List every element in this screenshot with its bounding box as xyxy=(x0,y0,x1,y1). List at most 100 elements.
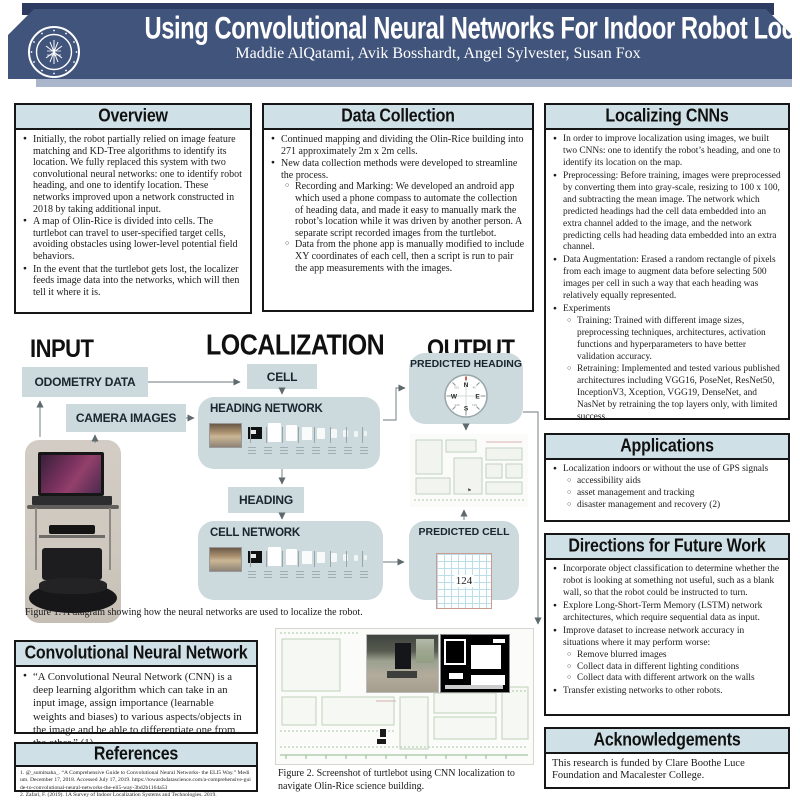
list-item: Recording and Marking: We developed an a… xyxy=(283,181,526,239)
diagram-localization-label: LOCALIZATION xyxy=(206,329,385,362)
list-item: asset management and tracking xyxy=(565,488,782,500)
poster-authors: Maddie AlQatami, Avik Bosshardt, Angel S… xyxy=(235,45,641,62)
turtlebot-photo xyxy=(25,440,121,623)
localizing-cnns-title: Localizing CNNs xyxy=(605,106,729,127)
list-item: Localization indoors or without the use … xyxy=(552,464,782,512)
list-item: Incorporate object classification to det… xyxy=(552,564,782,600)
future-work-sublist: Remove blurred images Collect data in di… xyxy=(565,650,782,686)
future-work-header: Directions for Future Work xyxy=(546,535,788,560)
camera-images-node: CAMERA IMAGES xyxy=(66,404,186,432)
svg-text:W: W xyxy=(451,394,458,401)
list-item: Data from the phone app is manually modi… xyxy=(283,239,526,274)
processed-image-inset xyxy=(440,634,510,693)
data-collection-list: Continued mapping and dividing the Olin-… xyxy=(270,134,526,274)
localizing-cnns-sublist: Training: Trained with different image s… xyxy=(565,316,782,423)
camera-view-inset xyxy=(366,634,439,693)
list-item: In order to improve localization using i… xyxy=(552,134,782,170)
svg-text:315: 315 xyxy=(454,386,459,390)
list-item: disaster management and recovery (2) xyxy=(565,500,782,512)
cell-node: CELL xyxy=(247,364,317,389)
data-collection-sublist: Recording and Marking: We developed an a… xyxy=(283,181,526,274)
header-text: Using Convolutional Neural Networks For … xyxy=(94,13,782,63)
data-collection-title: Data Collection xyxy=(341,106,455,127)
references-section: References 1. @_sumitsaha_. “A Comprehen… xyxy=(14,742,258,798)
figure2-caption: Figure 2. Screenshot of turtlebot using … xyxy=(278,768,515,792)
cnn-definition-header: Convolutional Neural Network xyxy=(16,642,256,667)
list-item: Transfer existing networks to other robo… xyxy=(552,686,782,698)
list-item: Retraining: Implemented and tested vario… xyxy=(565,364,782,424)
list-item: New data collection methods were develop… xyxy=(270,158,526,274)
predicted-cell-value: 124 xyxy=(453,575,475,587)
diagram-input-label: INPUT xyxy=(30,334,94,363)
kinect-sensor xyxy=(49,525,95,534)
svg-text:45: 45 xyxy=(472,386,476,390)
list-item: Continued mapping and dividing the Olin-… xyxy=(270,134,526,157)
acknowledgements-header: Acknowledgements xyxy=(546,729,788,754)
svg-text:E: E xyxy=(475,394,480,401)
laptop-screen xyxy=(38,452,104,496)
localizing-cnns-header: Localizing CNNs xyxy=(546,105,788,130)
list-item: accessibility aids xyxy=(565,476,782,488)
localizing-cnns-list: In order to improve localization using i… xyxy=(552,134,782,424)
network-input-photo xyxy=(209,547,242,572)
list-item: Improve dataset to increase network accu… xyxy=(552,626,782,686)
overview-title: Overview xyxy=(98,106,168,127)
list-item: Data Augmentation: Erased a random recta… xyxy=(552,255,782,303)
list-item: Preprocessing: Before training, images w… xyxy=(552,171,782,255)
cnn-architecture-graphic xyxy=(250,427,372,443)
cnn-definition-section: Convolutional Neural Network “A Convolut… xyxy=(14,640,258,749)
references-title: References xyxy=(93,744,179,765)
svg-text:135: 135 xyxy=(472,403,477,407)
svg-text:225: 225 xyxy=(454,403,459,407)
svg-text:⚑: ⚑ xyxy=(467,488,471,494)
cnn-definition-title: Convolutional Neural Network xyxy=(24,643,248,664)
reference-item: 1. @_sumitsaha_. “A Comprehensive Guide … xyxy=(20,770,251,791)
list-item: In the event that the turtlebot gets los… xyxy=(22,264,244,299)
applications-list: Localization indoors or without the use … xyxy=(552,464,782,512)
list-item: Explore Long-Short-Term Memory (LSTM) ne… xyxy=(552,601,782,625)
network-input-photo xyxy=(209,423,242,448)
list-item: Collect data with different artwork on t… xyxy=(565,673,782,685)
future-work-title: Directions for Future Work xyxy=(568,536,766,557)
predicted-cell-box: PREDICTED CELL 124 xyxy=(409,521,519,609)
predicted-heading-label: PREDICTED HEADING xyxy=(409,358,522,370)
laptop-keyboard xyxy=(32,496,112,505)
data-collection-section: Data Collection Continued mapping and di… xyxy=(262,103,534,312)
figure1-caption: Figure 1. A diagram showing how the neur… xyxy=(25,607,363,618)
list-item: Remove blurred images xyxy=(565,650,782,662)
reference-item: 2. Zafari, F. (2019). 1A Survey of Indoo… xyxy=(20,791,217,798)
header-bottom-fold xyxy=(36,76,792,87)
overview-header: Overview xyxy=(16,105,250,130)
applications-section: Applications Localization indoors or wit… xyxy=(544,433,790,522)
list-item: Collect data in different lighting condi… xyxy=(565,662,782,674)
acknowledgements-section: Acknowledgements This research is funded… xyxy=(544,727,790,789)
list-item: A map of Olin-Rice is divided into cells… xyxy=(22,216,244,262)
figure2-screenshot xyxy=(275,628,534,765)
overview-section: Overview Initially, the robot partially … xyxy=(14,103,252,314)
heading-network-title: HEADING NETWORK xyxy=(210,403,323,415)
references-header: References xyxy=(16,744,256,767)
svg-text:N: N xyxy=(464,382,469,389)
applications-sublist: accessibility aids asset management and … xyxy=(565,476,782,512)
poster-title: Using Convolutional Neural Networks For … xyxy=(144,10,795,46)
cell-network-box: CELL NETWORK xyxy=(198,521,383,600)
data-collection-header: Data Collection xyxy=(264,105,532,130)
future-work-section: Directions for Future Work Incorporate o… xyxy=(544,533,790,716)
list-item: “A Convolutional Neural Network (CNN) is… xyxy=(22,671,250,750)
svg-text:S: S xyxy=(464,406,469,413)
localizing-cnns-section: Localizing CNNs In order to improve loca… xyxy=(544,103,790,422)
predicted-heading-box: PREDICTED HEADING N E S W 45 135 225 315 xyxy=(409,353,523,424)
compass-icon: N E S W 45 135 225 315 xyxy=(443,373,489,424)
heading-network-box: HEADING NETWORK xyxy=(198,397,380,469)
future-work-list: Incorporate object classification to det… xyxy=(552,564,782,698)
applications-title: Applications xyxy=(620,436,714,457)
predicted-cell-grid: 124 xyxy=(436,553,492,609)
applications-header: Applications xyxy=(546,435,788,460)
list-item: Training: Trained with different image s… xyxy=(565,316,782,364)
acknowledgements-text: This research is funded by Clare Boothe … xyxy=(552,758,745,782)
cell-network-title: CELL NETWORK xyxy=(210,527,301,539)
predicted-cell-label: PREDICTED CELL xyxy=(418,526,510,538)
odometry-data-node: ODOMETRY DATA xyxy=(22,367,148,397)
list-item: Initially, the robot partially relied on… xyxy=(22,134,244,215)
